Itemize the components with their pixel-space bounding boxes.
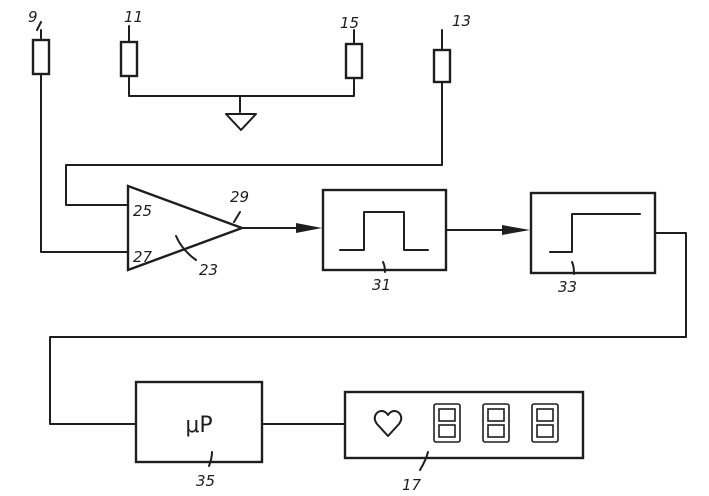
amplifier-label: 23 (199, 261, 218, 279)
electrode-9: 9 (28, 8, 51, 76)
step-block-leader (571, 261, 575, 275)
step-block-box (529, 191, 657, 275)
display-label: 17 (402, 476, 422, 494)
electrode-11: 11 (119, 8, 143, 78)
electrode-15: 15 (340, 14, 364, 80)
pulse-block-label: 31 (372, 276, 391, 294)
amplifier-input-bottom-label: 27 (133, 248, 153, 266)
electrode-15-label: 15 (340, 14, 359, 32)
digit-lower-segment (438, 424, 456, 438)
step-block: 33 (529, 191, 657, 296)
electrode-9-label: 9 (28, 8, 38, 26)
pulse-waveform (339, 211, 429, 251)
microprocessor: μP 35 (134, 380, 264, 490)
digit-group (433, 403, 559, 443)
electrode-15-body (344, 42, 364, 80)
amplifier-input-top-label: 25 (133, 202, 152, 220)
electrode-11-label: 11 (124, 8, 143, 26)
electrode-13-body (432, 48, 452, 84)
electrode-11-body (119, 40, 139, 78)
display-leader (419, 451, 429, 471)
digit-upper-segment (487, 408, 505, 422)
pulse-block: 31 (321, 188, 448, 294)
seven-segment-digit (433, 403, 461, 443)
arrow-head (296, 223, 322, 233)
seven-segment-digit (482, 403, 510, 443)
wire-31-to-33 (445, 225, 530, 235)
amplifier: 25 27 29 23 (126, 184, 249, 279)
microprocessor-box (134, 380, 264, 464)
digit-lower-segment (536, 424, 554, 438)
digit-lower-segment (487, 424, 505, 438)
heart-icon (373, 410, 403, 437)
arrow-head (502, 225, 530, 235)
microprocessor-text: μP (185, 413, 212, 438)
digit-upper-segment (536, 408, 554, 422)
electrode-9-body (31, 38, 51, 76)
wire-9-to-27 (40, 73, 129, 253)
seven-segment-digit (531, 403, 559, 443)
step-waveform (549, 213, 641, 253)
step-block-label: 33 (558, 278, 577, 296)
amplifier-leader (175, 235, 197, 261)
wire-33-to-35 (49, 232, 687, 425)
amplifier-output-leader (233, 211, 241, 223)
digit-upper-segment (438, 408, 456, 422)
display: 17 (343, 390, 585, 494)
pulse-block-leader (382, 261, 386, 273)
amplifier-output-label: 29 (230, 188, 249, 206)
microprocessor-label: 35 (196, 472, 215, 490)
electrode-13: 13 (432, 12, 471, 84)
wire-amp-to-31 (241, 223, 322, 233)
wire-13-to-25 (65, 81, 443, 206)
microprocessor-leader (208, 451, 213, 467)
electrode-13-label: 13 (452, 12, 471, 30)
pulse-block-box (321, 188, 448, 272)
ground-symbol (225, 113, 257, 131)
ground-connection (128, 75, 355, 131)
